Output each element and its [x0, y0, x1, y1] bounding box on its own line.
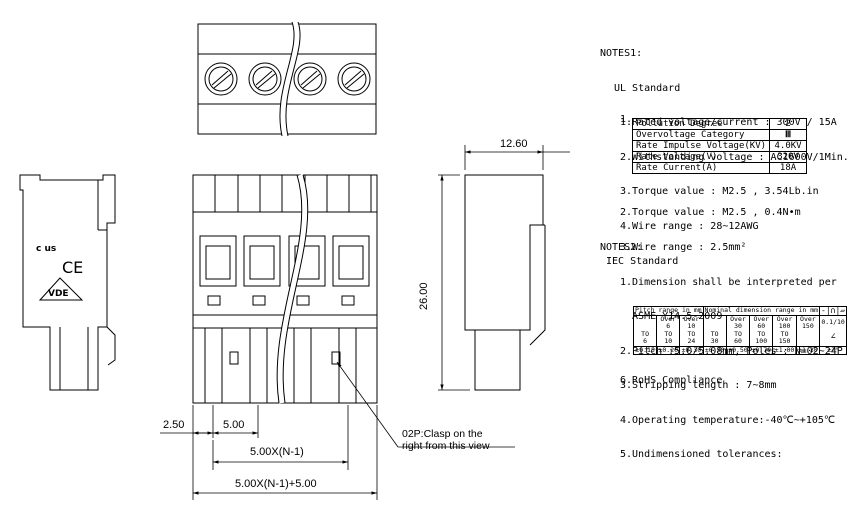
notes2-item-1: 1.Dimension shall be interpreted per — [620, 276, 837, 288]
tol-value: ±1.00 — [772, 345, 797, 355]
tol-value: ±0.20 — [656, 345, 681, 355]
notes1-title: NOTES1: — [600, 48, 643, 59]
side-view-right — [464, 174, 546, 391]
screw-head-4 — [337, 62, 371, 96]
top-view — [197, 20, 377, 137]
tol-value: ±0.30 — [702, 345, 727, 355]
dim-5-00-label: 5.00 — [223, 419, 245, 431]
vde-triangle-icon — [38, 277, 84, 301]
screw-head-3 — [293, 62, 327, 96]
tol-value: ±1.30 — [795, 345, 821, 355]
angle-tolerance: 0.1/10∠ — [819, 314, 848, 347]
notes2-title: NOTES2: — [600, 242, 643, 253]
spec-value: 18A — [769, 162, 808, 174]
tol-value: ±0.70 — [749, 345, 774, 355]
wire-opening-2 — [243, 235, 281, 287]
notes2-item-5: 5.Undimensioned tolerances: — [620, 449, 783, 460]
spec-value: Ⅲ — [769, 129, 808, 141]
dim-total-label: 5.00X(N-1)+5.00 — [235, 478, 317, 490]
spec-label: Rate Voltage(V) — [631, 151, 771, 163]
iec-standard-title: IEC Standard — [606, 256, 679, 267]
spec-value: 2 — [769, 118, 808, 130]
spec-label: Rate Impulse Voltage(KV) — [631, 140, 771, 152]
ul-item-3: 3.Torque value : M2.5 , 3.54Lb.in — [620, 186, 819, 197]
wire-opening-1 — [199, 235, 237, 287]
ce-mark-icon: CE — [62, 258, 84, 277]
spec-label: Pollution Degree — [631, 118, 771, 130]
iec-item-1-number: 1. — [620, 114, 633, 125]
screw-head-1 — [204, 62, 238, 96]
front-view — [192, 174, 378, 404]
ul-item-4: 4.Wire range : 28~12AWG — [620, 220, 759, 232]
iec-items: 2.Torque value : M2.5 , 0.4N•m 3.Wire ra… — [620, 184, 801, 265]
ul-standard-title: UL Standard — [614, 82, 681, 94]
tol-value: ±0.50 — [725, 345, 751, 355]
tol-value: ±0.15 — [632, 345, 658, 355]
tol-value: ±2° — [819, 345, 848, 355]
spec-label: Overvoltage Category — [631, 129, 771, 141]
table-row: Rate Impulse Voltage(KV)4.0KV — [631, 140, 808, 152]
table-row: Rate Current(A)18A — [631, 162, 808, 174]
dim-width-label: 12.60 — [500, 138, 528, 150]
clasp-note-line-2: right from this view — [402, 440, 490, 452]
side-view-left — [19, 174, 116, 391]
clasp-note-line-1: 02P:Clasp on the — [402, 428, 483, 440]
ul-mark-icon: c us — [36, 244, 57, 254]
spec-value: 4.0KV — [769, 140, 808, 152]
iec-item-2: 2.Torque value : M2.5 , 0.4N•m — [620, 207, 801, 218]
tol-value: ±0.30 — [679, 345, 704, 355]
spec-label: Rate Current(A) — [631, 162, 771, 174]
tol-header-symbols: -|∩|▱ — [819, 306, 848, 316]
iec-item-3: 3.Wire range : 2.5mm² — [620, 241, 747, 253]
dim-2-50-label: 2.50 — [163, 419, 185, 431]
dim-pitch-label: 5.00X(N-1) — [250, 446, 304, 458]
screw-head-2 — [248, 62, 282, 96]
vde-mark-icon: VDE — [48, 289, 69, 299]
tolerance-table: Pitch range in mm Nominal dimension rang… — [632, 306, 848, 355]
spec-value: 320V — [769, 151, 808, 163]
table-row: ±0.15 ±0.20 ±0.30 ±0.30 ±0.50 ±0.70 ±1.0… — [632, 345, 848, 355]
dimension-lines — [160, 145, 570, 500]
clasp-note: 02P:Clasp on the right from this view — [402, 428, 490, 452]
wire-opening-4 — [332, 235, 370, 287]
dim-height-label: 26.00 — [418, 282, 430, 310]
notes2-item-3: 3.Stripping length : 7~8mm — [620, 380, 777, 391]
notes2-item-4: 4.Operating temperature:-40℃~+105℃ — [620, 414, 836, 426]
rohs-note: 6.RoHS Compliance — [620, 375, 723, 386]
table-row: Rate Voltage(V)320V — [631, 151, 808, 163]
